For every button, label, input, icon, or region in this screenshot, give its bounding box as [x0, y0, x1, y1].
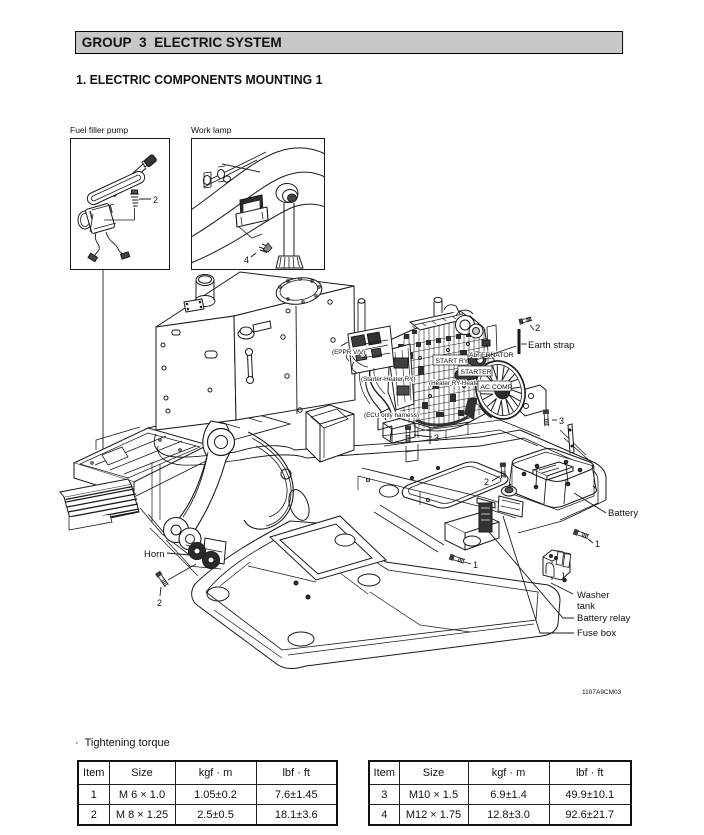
- svg-text:(ECU only harness): (ECU only harness): [364, 412, 419, 419]
- svg-text:4: 4: [244, 255, 249, 265]
- svg-text:Washer: Washer: [577, 590, 609, 601]
- svg-text:1: 1: [473, 560, 478, 570]
- svg-text:Fuel filler pump: Fuel filler pump: [70, 125, 128, 135]
- svg-text:3: 3: [559, 416, 564, 426]
- svg-text:2: 2: [484, 477, 489, 487]
- svg-text:Work lamp: Work lamp: [191, 125, 232, 135]
- svg-text:1107A9CM03: 1107A9CM03: [582, 689, 622, 696]
- svg-text:(Starter-Heater RY): (Starter-Heater RY): [361, 376, 415, 383]
- svg-text:STARTER: STARTER: [461, 369, 492, 376]
- svg-text:(Heater RY-Heater): (Heater RY-Heater): [429, 380, 483, 387]
- svg-text:(EPPR V/V): (EPPR V/V): [332, 349, 365, 356]
- svg-text:Battery relay: Battery relay: [577, 613, 631, 624]
- svg-text:1: 1: [595, 539, 600, 549]
- svg-text:AC COMP: AC COMP: [481, 384, 513, 391]
- svg-text:tank: tank: [577, 601, 595, 612]
- svg-text:Horn: Horn: [144, 549, 165, 560]
- svg-text:ALTERNATOR: ALTERNATOR: [469, 352, 514, 359]
- svg-text:Fuse box: Fuse box: [577, 628, 616, 639]
- svg-text:2: 2: [157, 598, 162, 608]
- svg-text:START RY: START RY: [436, 358, 469, 365]
- svg-text:2: 2: [153, 195, 158, 205]
- svg-text:Battery: Battery: [608, 508, 638, 519]
- svg-text:3: 3: [434, 433, 439, 443]
- svg-text:2: 2: [535, 323, 540, 334]
- svg-text:Earth strap: Earth strap: [528, 340, 574, 351]
